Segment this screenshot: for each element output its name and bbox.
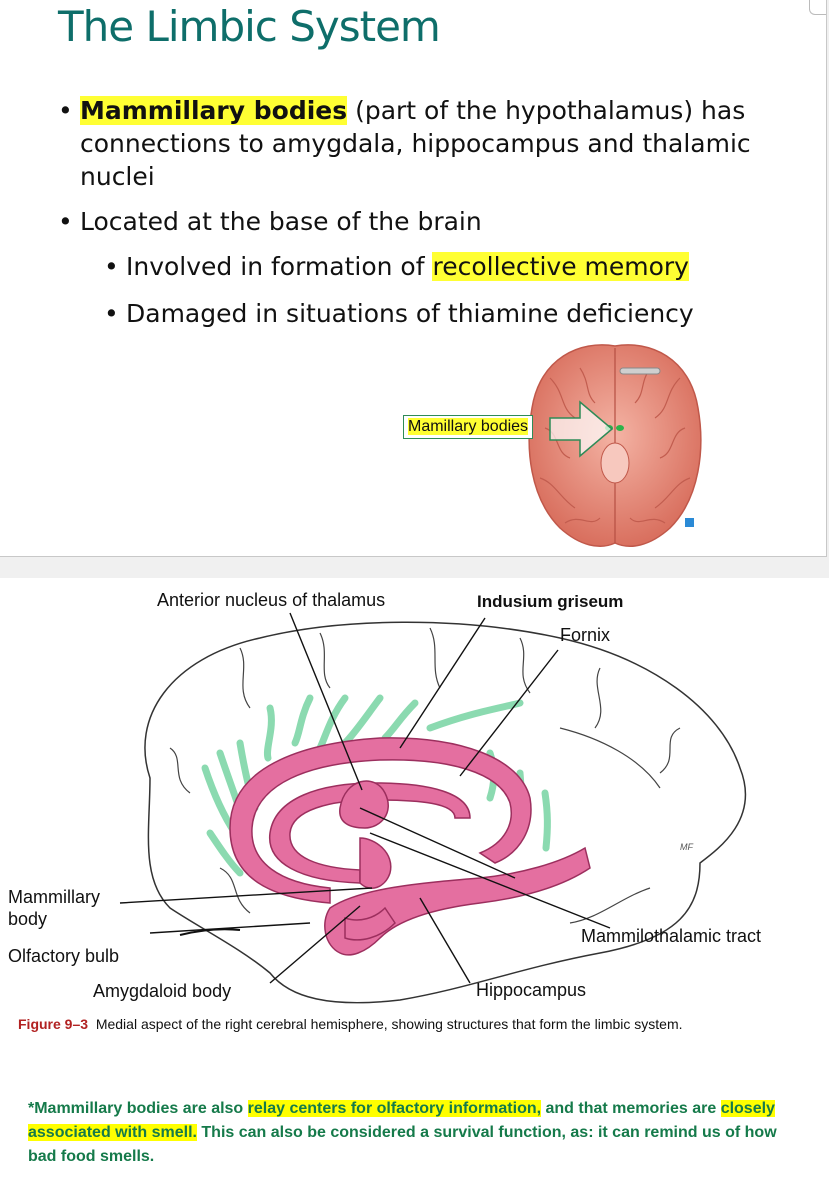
sub-bullet-thiamine: Damaged in situations of thiamine defici… <box>104 297 798 330</box>
limbic-figure: MF Anterior nucleus of thalamus Indusium… <box>0 578 829 1048</box>
note-text-1: *Mammillary bodies are also <box>28 1100 248 1117</box>
label-olfactory-bulb: Olfactory bulb <box>8 946 120 966</box>
sub2-text: Damaged in situations of thiamine defici… <box>126 299 694 328</box>
label-amygdaloid-body: Amygdaloid body <box>93 981 232 1001</box>
figure-caption: Figure 9–3 Medial aspect of the right ce… <box>18 1016 683 1032</box>
label-hippocampus: Hippocampus <box>476 980 587 1000</box>
sub1-text: Involved in formation of <box>126 252 433 281</box>
limbic-diagram: MF <box>119 612 747 1004</box>
label-mammillary-body-1: Mammillary <box>8 887 100 907</box>
label-indusium-griseum: Indusium griseum <box>477 592 624 611</box>
note-text-2: and that memories are <box>541 1100 721 1117</box>
label-mammillary-body-2: body <box>8 909 48 929</box>
caption-figure-number: Figure 9–3 <box>18 1016 89 1032</box>
bullet-list: Mammillary bodies (part of the hypothala… <box>58 94 798 344</box>
note-section: *Mammillary bodies are also relay center… <box>0 1048 829 1189</box>
bullet-location: Located at the base of the brain <box>58 205 798 238</box>
slide-title: The Limbic System <box>58 2 441 51</box>
label-anterior-nucleus: Anterior nucleus of thalamus <box>157 590 386 610</box>
bullet-mammillary: Mammillary bodies (part of the hypothala… <box>58 94 798 193</box>
mammillary-highlight: Mammillary bodies <box>80 96 348 125</box>
page-corner <box>809 0 826 15</box>
bullet1-text: (part of the hypothalamus) has connectio… <box>80 96 751 191</box>
memory-highlight: recollective memory <box>432 252 689 281</box>
bullet2-text: Located at the base of the brain <box>80 207 482 236</box>
slide: The Limbic System Mammillary bodies (par… <box>0 0 827 557</box>
note-highlight-relay: relay centers for olfactory information, <box>247 1100 542 1117</box>
label-mammilothalamic-tract: Mammilothalamic tract <box>581 926 762 946</box>
brain-inferior-image <box>520 338 710 553</box>
note-paragraph: *Mammillary bodies are also relay center… <box>28 1097 808 1169</box>
sub-bullet-memory: Involved in formation of recollective me… <box>104 250 798 283</box>
artist-mark: MF <box>680 842 693 852</box>
mamillary-callout: Mamillary bodies <box>403 415 534 439</box>
caption-text: Medial aspect of the right cerebral hemi… <box>95 1016 683 1032</box>
note-text-3: This can also be considered a survival f… <box>28 1124 777 1165</box>
label-fornix: Fornix <box>560 625 611 645</box>
